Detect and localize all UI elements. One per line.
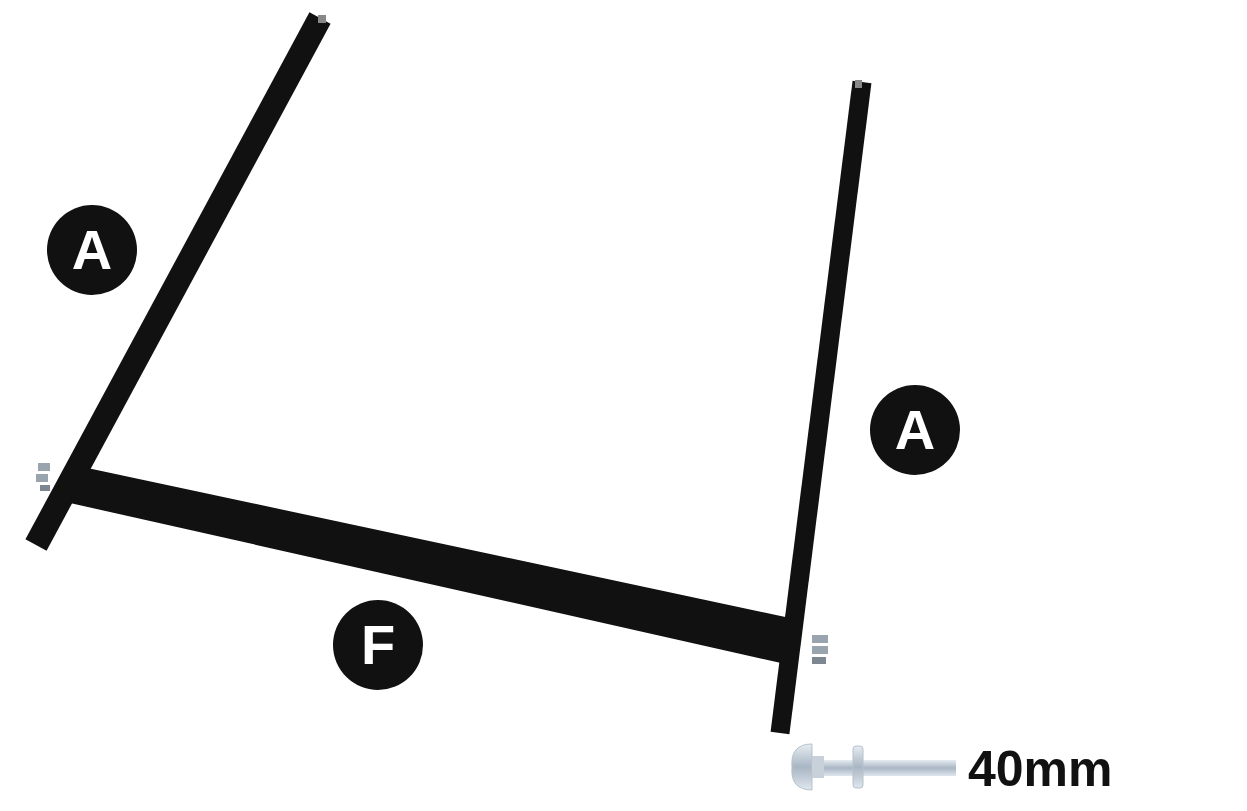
cross-bar <box>70 466 790 665</box>
part-letter: A <box>870 385 960 475</box>
bolt-ends <box>812 635 828 664</box>
part-letter: A <box>47 205 137 295</box>
bar-tip <box>855 80 862 88</box>
side-bar <box>36 18 320 545</box>
dimension-label: 40mm <box>968 744 1113 794</box>
part-letter: F <box>333 600 423 690</box>
side-bar <box>780 82 862 733</box>
carriage-bolt <box>792 744 956 790</box>
bolt-ends <box>36 463 50 491</box>
bar-tip <box>318 15 326 23</box>
